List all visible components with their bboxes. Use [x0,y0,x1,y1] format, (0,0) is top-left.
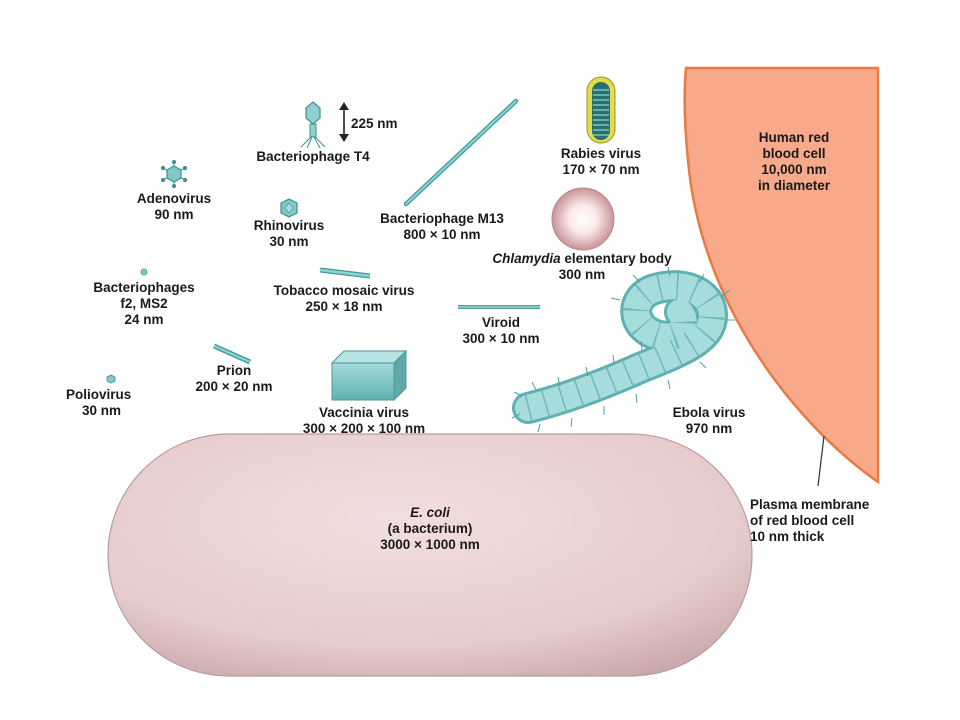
rhinovirus-icon [280,198,298,218]
tmv-size: 250 × 18 nm [305,299,383,314]
adenovirus-name: Adenovirus [136,191,212,206]
adenovirus-size: 90 nm [154,207,194,222]
chlamydia-icon [551,187,615,251]
f2ms2-size: 24 nm [124,312,164,327]
rabies-size: 170 × 70 nm [562,162,640,177]
rbc-label: Human red blood cell 10,000 nm in diamet… [738,130,850,194]
chlamydia-size: 300 nm [558,267,606,282]
polio-name: Poliovirus [66,387,132,402]
polio-size: 30 nm [82,403,122,418]
ebola-virus-icon [511,266,735,433]
rbc-line2: blood cell [762,146,826,161]
scale-arrow-icon [339,102,349,142]
m13-label: Bacteriophage M13 800 × 10 nm [360,211,524,243]
rabies-name: Rabies virus [560,146,642,161]
ecoli-label: E. coli (a bacterium) 3000 × 1000 nm [350,505,510,553]
membrane-label: Plasma membrane of red blood cell 10 nm … [750,497,869,545]
viroid-size: 300 × 10 nm [462,331,540,346]
viroid-name: Viroid [481,315,520,330]
f2ms2-line2: f2, MS2 [120,296,168,311]
prion-name: Prion [216,363,252,378]
bacteriophage-m13-icon [403,98,519,207]
rabies-virus-icon [586,76,616,144]
adenovirus-label: Adenovirus 90 nm [118,191,230,223]
rbc-line1: Human red [758,130,830,145]
rhinovirus-size: 30 nm [269,234,309,249]
chlamydia-name-italic: Chlamydia [492,251,561,266]
t4-name-label: Bacteriophage T4 [256,149,370,164]
ecoli-size: 3000 × 1000 nm [380,537,480,552]
prion-size: 200 × 20 nm [195,379,273,394]
bacteriophage-f2-icon [140,268,148,276]
poliovirus-icon [106,374,116,384]
membrane-line3: 10 nm thick [750,529,825,544]
rhinovirus-name: Rhinovirus [253,218,325,233]
ecoli-icon [107,433,753,677]
vaccinia-name: Vaccinia virus [318,405,410,420]
rbc-line3: 10,000 nm [761,162,827,177]
rhinovirus-label: Rhinovirus 30 nm [238,218,340,250]
ecoli-line2: (a bacterium) [387,521,473,536]
vaccinia-virus-icon [330,349,408,402]
tmv-name: Tobacco mosaic virus [273,283,415,298]
m13-size: 800 × 10 nm [403,227,481,242]
membrane-line1: Plasma membrane [750,497,870,512]
membrane-line2: of red blood cell [750,513,855,528]
tobacco-mosaic-virus-icon [319,267,371,279]
prion-label: Prion 200 × 20 nm [182,363,286,395]
ebola-size: 970 nm [685,421,733,436]
rbc-line4: in diameter [757,178,831,193]
prion-icon [212,343,252,365]
tmv-label: Tobacco mosaic virus 250 × 18 nm [252,283,436,315]
bacteriophage-t4-icon [300,101,326,149]
ebola-name: Ebola virus [672,405,746,420]
rabies-label: Rabies virus 170 × 70 nm [540,146,662,178]
red-blood-cell-icon [683,66,880,487]
ebola-label: Ebola virus 970 nm [654,405,764,437]
m13-name: Bacteriophage M13 [380,211,504,226]
vaccinia-size: 300 × 200 × 100 nm [302,421,426,436]
ecoli-name: E. coli [410,505,450,520]
f2ms2-line1: Bacteriophages [93,280,195,295]
polio-label: Poliovirus 30 nm [66,387,131,419]
chlamydia-name-rest: elementary body [560,251,672,266]
f2ms2-label: Bacteriophages f2, MS2 24 nm [78,280,210,328]
adenovirus-icon [160,159,188,189]
vaccinia-label: Vaccinia virus 300 × 200 × 100 nm [284,405,444,437]
chlamydia-name: Chlamydia elementary body [470,251,694,267]
chlamydia-label: Chlamydia elementary body 300 nm [470,251,694,283]
t4-size-label: 225 nm [351,116,398,131]
viroid-label: Viroid 300 × 10 nm [446,315,556,347]
